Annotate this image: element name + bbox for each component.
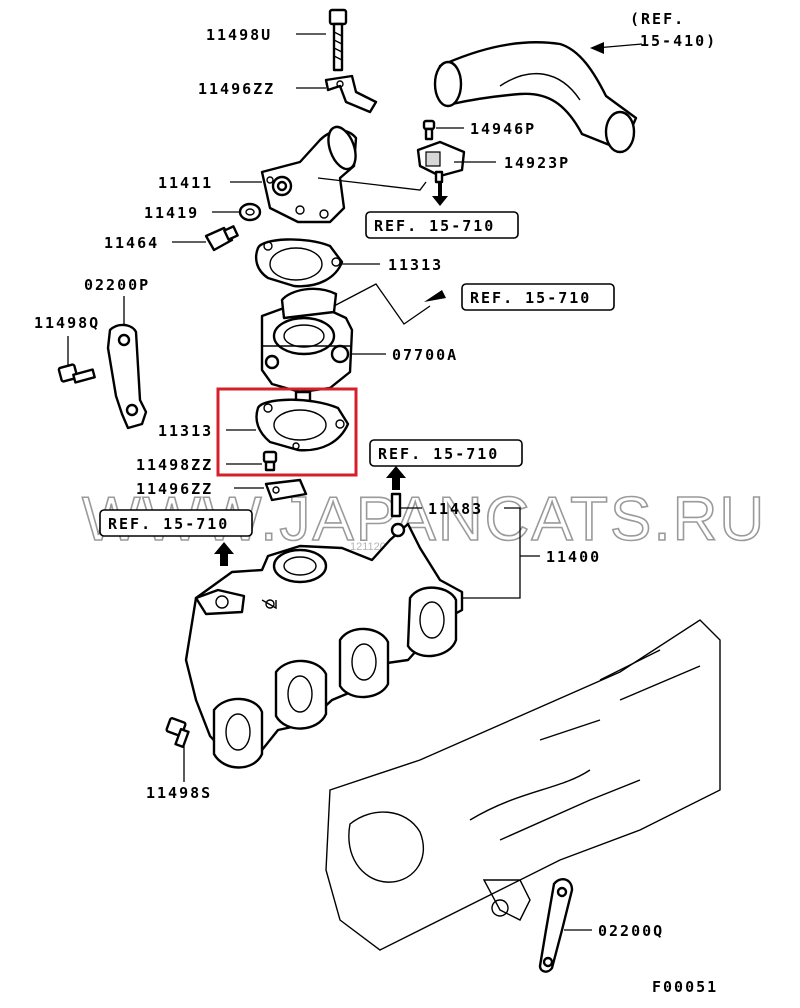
svg-text:REF. 15-710: REF. 15-710 (470, 289, 591, 307)
intake-manifold-11400[interactable] (184, 522, 464, 769)
callout-11419[interactable]: 11419 (144, 204, 199, 222)
bolt-11498U[interactable] (328, 8, 348, 72)
intake-hose[interactable] (433, 41, 638, 154)
water-outlet-11411[interactable] (260, 123, 361, 224)
bracket-11496ZZ-bottom[interactable] (264, 478, 308, 502)
ref-arrow-d (214, 542, 234, 566)
ref-box-a[interactable]: REF. 15-710 (365, 211, 519, 239)
callout-11496ZZ-bottom[interactable]: 11496ZZ (136, 480, 213, 498)
cylinder-head (325, 619, 721, 951)
leader-lines (67, 33, 643, 931)
callout-11498S[interactable]: 11498S (146, 784, 212, 802)
ref-15-410-line2[interactable]: 15-410) (640, 32, 717, 50)
bracket-02200P[interactable] (106, 323, 148, 430)
sensor-11464[interactable] (204, 225, 239, 252)
sensor-14923P[interactable] (416, 140, 466, 184)
gasket-11313-bottom[interactable] (255, 398, 350, 452)
bolt-11498Q[interactable] (57, 363, 96, 384)
callout-11400[interactable]: 11400 (546, 548, 601, 566)
thermostat-case-07700A[interactable] (260, 287, 354, 404)
bolt-11498ZZ[interactable] (262, 450, 278, 472)
callout-11411[interactable]: 11411 (158, 174, 213, 192)
svg-text:REF. 15-710: REF. 15-710 (108, 515, 229, 533)
callout-02200Q[interactable]: 02200Q (598, 922, 664, 940)
case-ref-line (333, 283, 431, 325)
figure-code: F00051 (652, 978, 718, 996)
callout-11496ZZ-top[interactable]: 11496ZZ (198, 80, 275, 98)
callout-11498Q[interactable]: 11498Q (34, 314, 100, 332)
ref-arrow-b (424, 290, 446, 302)
bracket-11496ZZ-top[interactable] (324, 74, 378, 114)
callout-11498U[interactable]: 11498U (206, 26, 272, 44)
sensor-wire (317, 177, 427, 191)
ref-15-410-line1[interactable]: (REF. (630, 10, 685, 28)
ref-box-b[interactable]: REF. 15-710 (461, 283, 615, 311)
callout-07700A[interactable]: 07700A (392, 346, 458, 364)
bracket-02200Q[interactable] (538, 878, 574, 973)
ref-arrow-a (432, 182, 448, 206)
svg-text:REF. 15-710: REF. 15-710 (378, 445, 499, 463)
callout-11313-top[interactable]: 11313 (388, 256, 443, 274)
callout-14923P[interactable]: 14923P (504, 154, 570, 172)
ref-box-c[interactable]: REF. 15-710 (369, 439, 523, 467)
callout-11313-bottom[interactable]: 11313 (158, 422, 213, 440)
stud-11483[interactable] (390, 492, 402, 518)
washer-11419[interactable] (238, 202, 262, 222)
ref-box-d[interactable]: REF. 15-710 (99, 509, 253, 537)
callout-11483[interactable]: 11483 (428, 500, 483, 518)
ref-arrow-c (386, 466, 406, 490)
callout-11498ZZ[interactable]: 11498ZZ (136, 456, 213, 474)
callout-14946P[interactable]: 14946P (470, 120, 536, 138)
bolt-14946P[interactable] (422, 119, 436, 141)
svg-text:REF. 15-710: REF. 15-710 (374, 217, 495, 235)
gasket-11313-top[interactable] (254, 238, 344, 288)
bolt-11498S[interactable] (165, 717, 190, 749)
callout-11464[interactable]: 11464 (104, 234, 159, 252)
callout-02200P[interactable]: 02200P (84, 276, 150, 294)
highlight-box (216, 387, 358, 477)
